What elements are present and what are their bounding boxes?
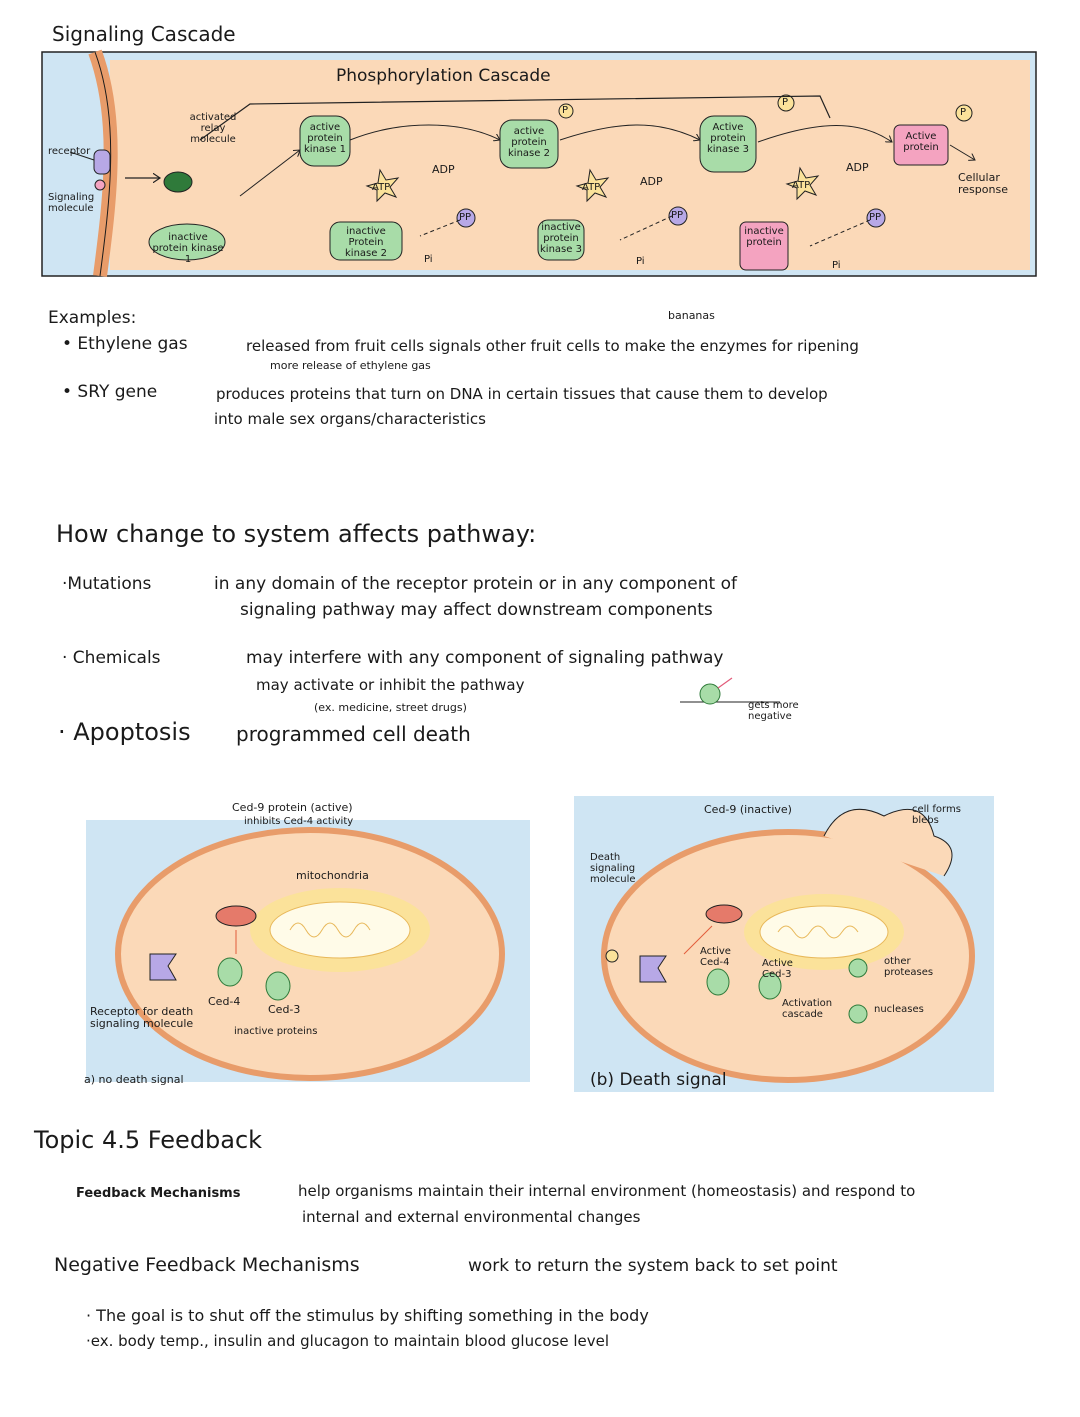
adp-label: ADP: [432, 164, 455, 176]
p-label: P: [562, 105, 568, 116]
activated-relay-label: activated relay molecule: [178, 112, 248, 145]
examples-heading: Examples:: [48, 308, 136, 328]
mutations-term: ·Mutations: [62, 574, 151, 594]
active-protein-label: Active protein: [895, 131, 947, 153]
cell-a-caption: a) no death signal: [84, 1074, 184, 1086]
sry-text-2: into male sex organs/characteristics: [214, 410, 486, 428]
chemicals-term: · Chemicals: [62, 648, 161, 668]
other-proteases-label: other proteases: [884, 956, 940, 978]
active-ced4-shape: [707, 969, 729, 995]
pp-label: PP: [459, 212, 471, 223]
cellular-response-label: Cellular response: [958, 172, 1028, 196]
receptor-label: receptor: [48, 146, 90, 157]
active-pk3-label: Active protein kinase 3: [701, 122, 755, 155]
changes-heading: How change to system affects pathway:: [56, 520, 536, 548]
ced9-inactive-label: Ced-9 (inactive): [704, 804, 814, 816]
ced9-protein-shape: [216, 906, 256, 926]
ethylene-text: released from fruit cells signals other …: [246, 337, 859, 355]
chemicals-text-3: (ex. medicine, street drugs): [314, 702, 467, 714]
ethylene-sub: more release of ethylene gas: [270, 360, 431, 372]
pi-label: Pi: [636, 256, 645, 267]
chemicals-text-2: may activate or inhibit the pathway: [256, 676, 525, 694]
pi-label: Pi: [832, 260, 841, 271]
pp-label: PP: [671, 210, 683, 221]
cell-b-caption: (b) Death signal: [590, 1070, 727, 1090]
death-molecule-label: Death signaling molecule: [590, 852, 652, 885]
active-pk2-label: active protein kinase 2: [501, 126, 557, 159]
pp-label: PP: [869, 212, 881, 223]
signaling-molecule-icon: [95, 180, 105, 190]
sry-term: • SRY gene: [62, 382, 157, 402]
cell-forms-blebs-label: cell forms blebs: [912, 804, 982, 826]
mutations-text-2: signaling pathway may affect downstream …: [240, 600, 713, 620]
atp-label: ATP: [372, 182, 390, 193]
ced4-protein-shape: [218, 958, 242, 986]
feedback-bullet-2: ·ex. body temp., insulin and glucagon to…: [86, 1332, 609, 1350]
p-label: P: [782, 97, 788, 108]
negative-feedback-term: Negative Feedback Mechanisms: [54, 1254, 360, 1276]
other-proteases-icon: [849, 959, 867, 977]
p-label: P: [960, 107, 966, 118]
ced3-protein-shape: [266, 972, 290, 1000]
pi-label: Pi: [424, 254, 433, 265]
adp-label: ADP: [640, 176, 663, 188]
active-pk1-label: active protein kinase 1: [301, 122, 349, 155]
receptor-icon: [94, 150, 110, 174]
inactive-pk3-label: inactive protein kinase 3: [539, 222, 583, 255]
relay-molecule-active-icon: [164, 172, 192, 192]
adp-label: ADP: [846, 162, 869, 174]
death-receptor-label: Receptor for death signaling molecule: [90, 1006, 200, 1030]
activation-cascade-label: Activation cascade: [782, 998, 842, 1020]
chemicals-text: may interfere with any component of sign…: [246, 648, 723, 668]
signaling-molecule-label: Signaling molecule: [48, 192, 98, 214]
apoptosis-term: · Apoptosis: [58, 718, 191, 746]
bananas-note: bananas: [668, 310, 715, 322]
cell-b-diagram: [574, 796, 1014, 1096]
death-molecule-icon: [606, 950, 618, 962]
ced4-label: Ced-4: [208, 996, 240, 1008]
cell-a-diagram: [80, 820, 540, 1090]
feedback-mech-term: Feedback Mechanisms: [76, 1186, 240, 1201]
nucleases-icon: [849, 1005, 867, 1023]
topic-heading: Topic 4.5 Feedback: [34, 1126, 262, 1154]
ced9-active-label: Ced-9 protein (active): [232, 802, 392, 814]
channel-icon: [700, 684, 720, 704]
active-ced3-label: Active Ced-3: [762, 958, 812, 980]
inactive-pk2-label: inactive Protein kinase 2: [331, 226, 401, 259]
inactive-proteins-label: inactive proteins: [234, 1026, 317, 1037]
feedback-mech-text-2: internal and external environmental chan…: [302, 1208, 640, 1226]
ced9-active-sub: inhibits Ced-4 activity: [244, 816, 404, 827]
nucleases-label: nucleases: [874, 1004, 924, 1015]
gets-more-negative-note: gets more negative: [748, 700, 828, 722]
mitochondria-label: mitochondria: [296, 870, 369, 882]
ethylene-term: • Ethylene gas: [62, 334, 188, 354]
active-ced4-label: Active Ced-4: [700, 946, 750, 968]
sry-text: produces proteins that turn on DNA in ce…: [216, 385, 828, 403]
inactive-protein-label: inactive protein: [741, 226, 787, 248]
feedback-mech-text: help organisms maintain their internal e…: [298, 1182, 915, 1200]
atp-label: ATP: [792, 180, 810, 191]
apoptosis-text: programmed cell death: [236, 722, 471, 746]
feedback-bullet-1: · The goal is to shut off the stimulus b…: [86, 1306, 649, 1325]
inactive-pk1-label: inactive protein kinase 1: [150, 232, 226, 265]
ced3-label: Ced-3: [268, 1004, 300, 1016]
ced9-inactive-shape: [706, 905, 742, 923]
mutations-text: in any domain of the receptor protein or…: [214, 574, 737, 594]
atp-label: ATP: [582, 182, 600, 193]
cascade-heading: Phosphorylation Cascade: [336, 66, 551, 86]
negative-feedback-text: work to return the system back to set po…: [468, 1256, 838, 1276]
